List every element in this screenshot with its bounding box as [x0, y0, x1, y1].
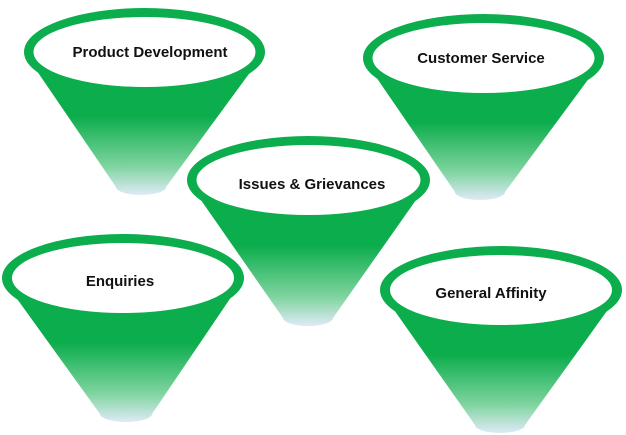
funnel-product-development: Product Development: [24, 8, 265, 195]
funnel-rim-opening: [33, 17, 256, 87]
funnel-rim-opening: [196, 145, 421, 215]
funnel-rim-opening: [372, 23, 595, 93]
funnel-general-affinity: General Affinity: [380, 246, 622, 433]
funnel-issues-grievances: Issues & Grievances: [187, 136, 430, 326]
funnel-label: Product Development: [72, 44, 227, 61]
funnel-customer-service: Customer Service: [363, 14, 604, 200]
funnel-rim-opening: [12, 243, 234, 313]
funnel-label: Issues & Grievances: [239, 176, 386, 193]
funnel-label: Enquiries: [86, 273, 154, 290]
funnel-rim-opening: [390, 255, 612, 325]
funnel-label: Customer Service: [417, 50, 545, 67]
funnel-label: General Affinity: [435, 285, 547, 302]
funnel-enquiries: Enquiries: [2, 234, 244, 422]
